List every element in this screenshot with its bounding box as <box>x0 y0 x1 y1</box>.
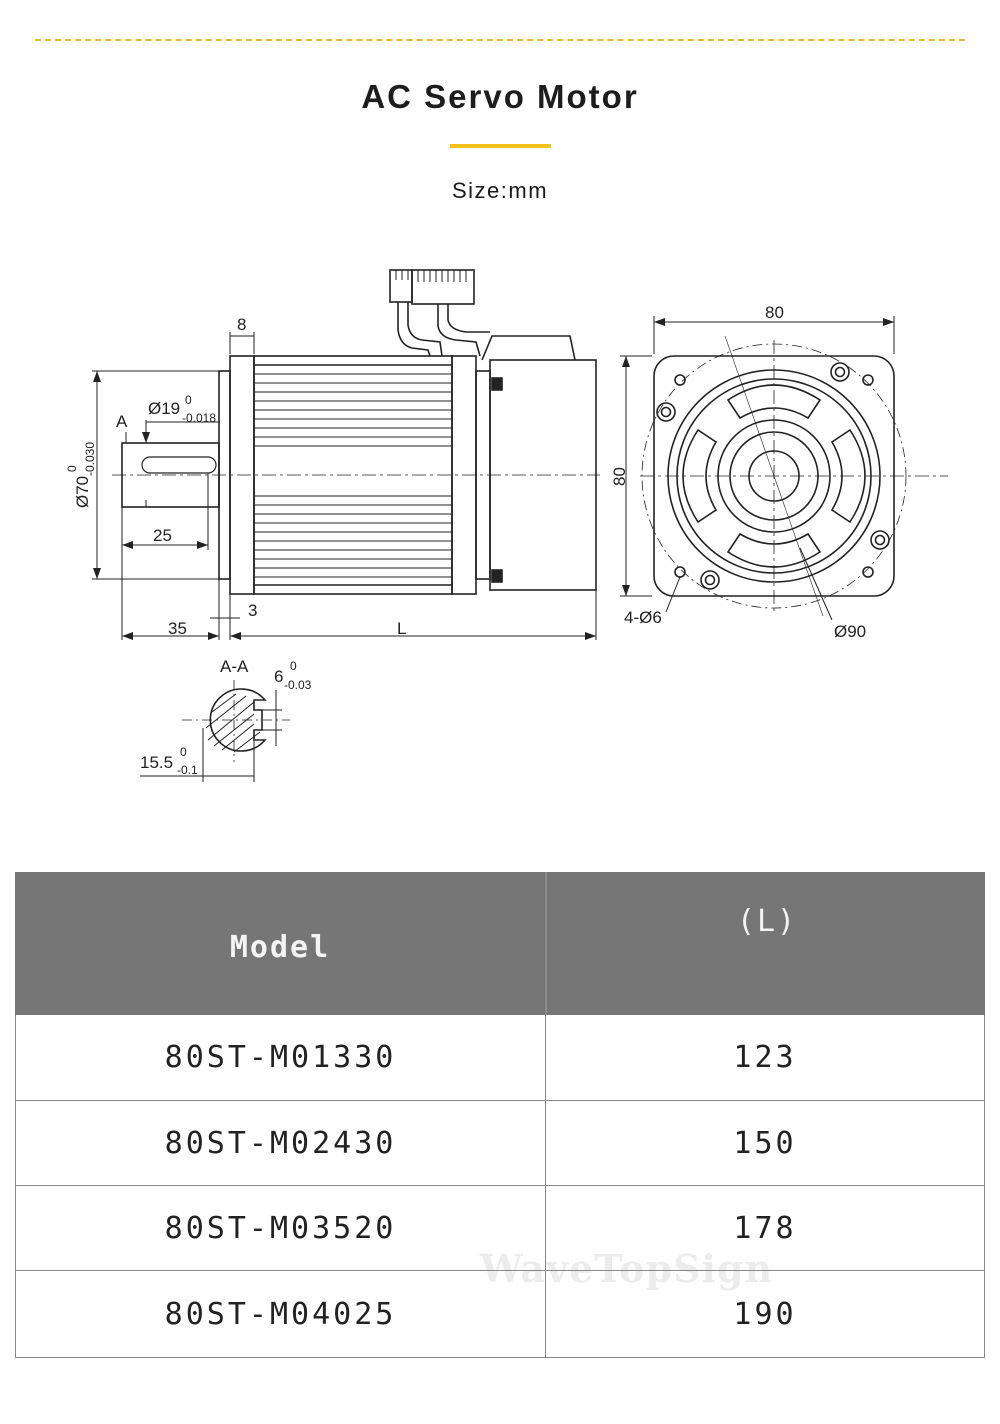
flange-thickness-label: 8 <box>237 315 246 334</box>
size-unit-label: Size:mm <box>451 178 549 203</box>
key-depth-label: 15.5 <box>140 753 173 772</box>
header-length: (L) <box>545 872 987 1015</box>
table-row: 80ST-M01330 123 <box>15 1015 985 1101</box>
key-width-tol-lower: -0.03 <box>284 678 312 692</box>
key-length-label: 25 <box>153 526 172 545</box>
pilot-depth-label: 3 <box>248 601 257 620</box>
pilot-diameter-label: Ø70 <box>73 476 92 508</box>
top-dashed-divider <box>35 39 965 41</box>
model-cell: 80ST-M01330 <box>16 1015 546 1100</box>
power-connector <box>389 269 490 357</box>
length-cell: 178 <box>733 1210 797 1246</box>
bolt-circle-label: Ø90 <box>834 622 866 641</box>
shaft-diameter-tol-lower: -0.018 <box>182 411 216 425</box>
model-cell: 80ST-M03520 <box>16 1186 546 1270</box>
flange-width-label: 80 <box>765 303 784 322</box>
end-view-dimensions <box>620 316 895 621</box>
section-a-a <box>140 680 290 782</box>
mounting-holes-label: 4-Ø6 <box>624 608 662 627</box>
table-row: 80ST-M03520 178 <box>15 1186 985 1271</box>
key-width-tol-upper: 0 <box>290 659 297 673</box>
table-row: 80ST-M02430 150 <box>15 1101 985 1186</box>
watermark-text: WaveTopSign <box>480 1246 774 1291</box>
key-depth-tol-upper: 0 <box>180 745 187 759</box>
encoder-housing <box>475 335 597 591</box>
title-underline-accent <box>450 144 551 148</box>
model-length-table: Model (L) 80ST-M01330 123 80ST-M02430 15… <box>15 872 985 1358</box>
shaft-diameter-label: Ø19 <box>148 399 180 418</box>
model-cell: 80ST-M04025 <box>16 1271 546 1357</box>
length-cell: 150 <box>733 1125 797 1161</box>
key-depth-tol-lower: -0.1 <box>177 763 198 777</box>
shaft-diameter-tol-upper: 0 <box>185 393 192 407</box>
section-title-label: A-A <box>220 657 249 676</box>
page-title: AC Servo Motor <box>361 78 639 115</box>
model-cell: 80ST-M02430 <box>16 1101 546 1185</box>
shaft-length-label: 35 <box>168 619 187 638</box>
flange-end-view <box>640 335 948 617</box>
key-width-label: 6 <box>274 667 283 686</box>
length-cell: 190 <box>733 1296 797 1332</box>
motor-dimension-drawing: 8 Ø19 0 -0.018 A 25 3 35 L 80 4-Ø6 Ø90 A… <box>65 269 948 782</box>
table-header: Model (L) <box>15 872 985 1015</box>
pilot-diameter-tol-lower: -0.030 <box>83 442 97 476</box>
section-mark-label: A <box>116 412 128 431</box>
flange-height-label: 80 <box>610 467 629 486</box>
length-cell: 123 <box>733 1040 797 1075</box>
body-length-label: L <box>397 619 406 638</box>
pilot-diameter-tol-upper: 0 <box>65 465 79 472</box>
table-row: 80ST-M04025 190 <box>15 1271 985 1358</box>
header-model: Model <box>229 930 331 965</box>
side-view-dimensions <box>92 332 597 640</box>
